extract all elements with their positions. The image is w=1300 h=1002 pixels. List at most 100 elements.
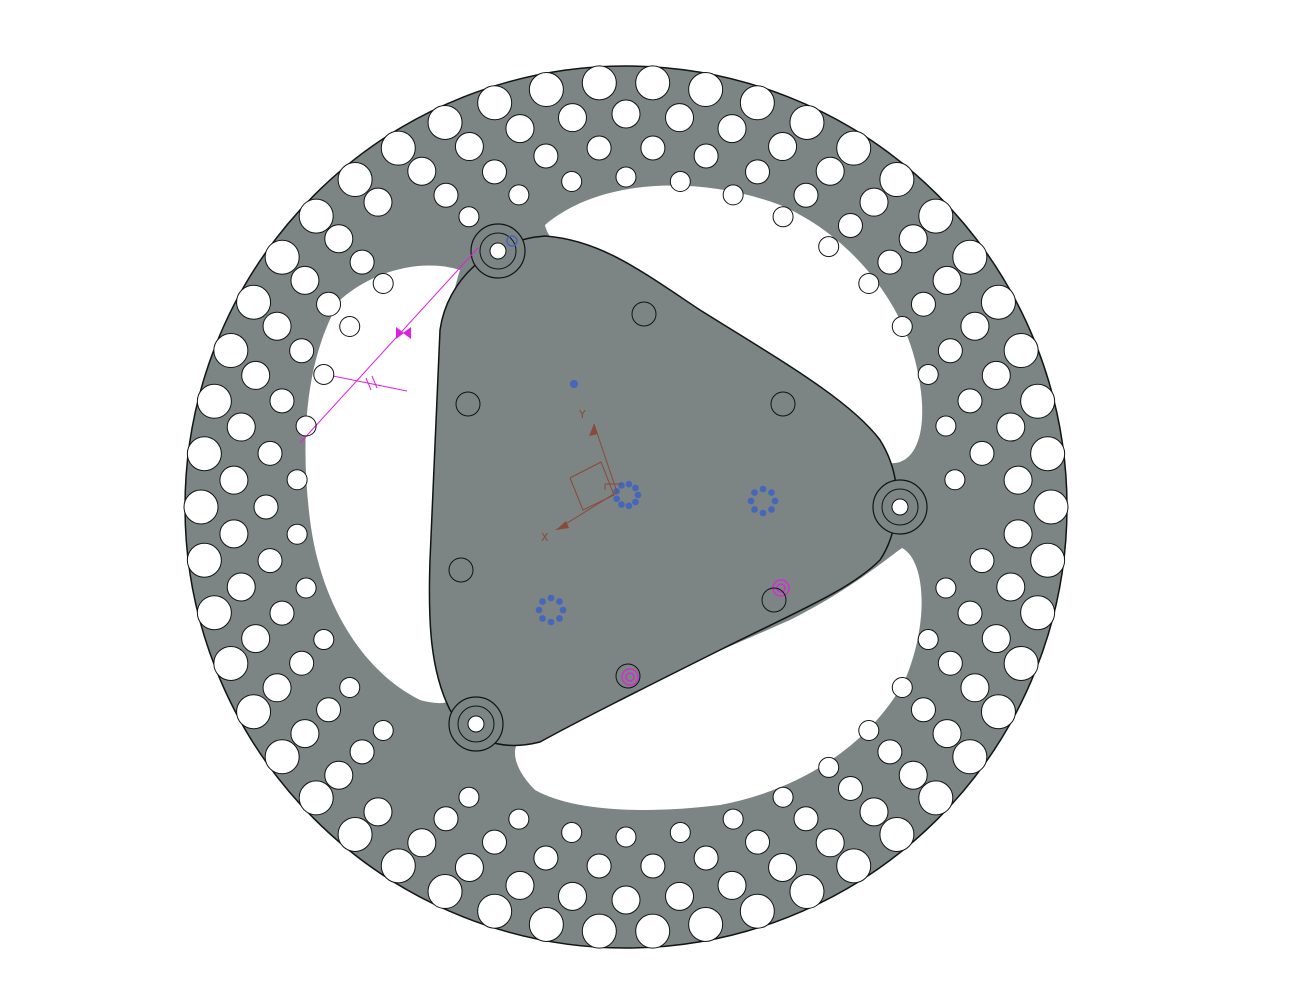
drill-hole (768, 132, 798, 162)
drill-hole (739, 893, 775, 929)
drill-hole (717, 870, 747, 900)
drill-hole (313, 629, 335, 651)
bolt-hole (448, 557, 474, 583)
drill-hole (859, 797, 889, 827)
point-marker-icon[interactable] (747, 485, 779, 517)
drill-hole (952, 739, 988, 775)
drill-hole (932, 265, 962, 295)
sketch-markers (535, 380, 790, 686)
drill-hole (219, 519, 249, 549)
drill-hole (557, 881, 587, 911)
bolt-hole (770, 391, 796, 417)
drill-hole (789, 874, 825, 910)
drill-hole (269, 600, 295, 626)
drill-hole (380, 130, 416, 166)
drill-hole (837, 775, 863, 801)
drill-hole (262, 311, 292, 341)
drill-hole (269, 388, 295, 414)
drill-hole (454, 132, 484, 162)
drill-hole (363, 797, 393, 827)
drill-hole (298, 780, 334, 816)
floating-button[interactable] (448, 696, 504, 752)
drill-hole (789, 104, 825, 140)
drill-hole (957, 600, 983, 626)
drill-hole (316, 291, 342, 317)
drill-hole (859, 187, 889, 217)
drill-hole (793, 182, 819, 208)
constraint-annotation[interactable] (299, 247, 479, 444)
drill-hole (877, 249, 903, 275)
drill-hole (196, 383, 232, 419)
drill-hole (996, 572, 1026, 602)
drill-hole (241, 360, 271, 390)
drill-hole (298, 198, 334, 234)
drill-hole (528, 906, 564, 942)
drill-hole (581, 65, 617, 101)
drill-hole (427, 874, 463, 910)
drill-hole (739, 85, 775, 121)
drill-hole (339, 676, 361, 698)
drill-hole (253, 494, 279, 520)
carrier-bolt-holes (448, 301, 796, 689)
drill-hole (815, 156, 845, 186)
drill-hole (324, 224, 354, 254)
drill-hole (980, 284, 1016, 320)
drill-hole (745, 829, 771, 855)
drill-hole (183, 489, 219, 525)
drill-hole (937, 338, 963, 364)
drill-hole (290, 265, 320, 295)
drill-hole (688, 72, 724, 108)
bolt-hole (615, 663, 641, 689)
drill-hole (898, 760, 928, 790)
drill-hole (1033, 489, 1069, 525)
drill-hole (722, 184, 744, 206)
drill-hole (528, 72, 564, 108)
drill-hole (952, 239, 988, 275)
drill-hole (380, 848, 416, 884)
floating-button[interactable] (872, 479, 928, 535)
drill-hole (219, 465, 249, 495)
drill-hole (858, 720, 880, 742)
point-circle-icon (506, 235, 518, 247)
drill-hole (722, 808, 744, 830)
drill-hole (505, 114, 535, 144)
drill-hole (477, 85, 513, 121)
drill-hole (363, 187, 393, 217)
drill-hole (349, 249, 375, 275)
bolt-hole (455, 391, 481, 417)
drill-hole (561, 171, 583, 193)
drill-hole (286, 469, 308, 491)
drill-hole (635, 913, 671, 949)
drill-hole (186, 542, 222, 578)
drill-hole (257, 440, 283, 466)
drill-hole (316, 697, 342, 723)
point-marker-icon[interactable] (570, 380, 578, 388)
point-circle-icon[interactable] (621, 668, 639, 686)
drill-hole (427, 104, 463, 140)
drill-hole (768, 852, 798, 882)
rotor-carrier[interactable] (428, 235, 898, 747)
drill-hole (665, 103, 695, 133)
drill-hole (891, 676, 913, 698)
drill-hole (226, 412, 256, 442)
drill-hole (1003, 465, 1033, 495)
point-marker-icon[interactable] (535, 594, 567, 626)
drill-hole (932, 719, 962, 749)
drill-hole (213, 333, 249, 369)
drill-hole (454, 852, 484, 882)
drill-hole (910, 697, 936, 723)
floating-button[interactable] (470, 223, 526, 279)
drill-hole (481, 159, 507, 185)
drill-hole (586, 135, 612, 161)
drill-hole (372, 272, 394, 294)
drill-hole (944, 469, 966, 491)
drill-hole (745, 159, 771, 185)
drill-hole (937, 650, 963, 676)
drill-hole (337, 162, 373, 198)
drill-hole (533, 143, 559, 169)
drill-hole (1020, 383, 1056, 419)
drill-hole (349, 739, 375, 765)
drill-hole (286, 523, 308, 545)
drill-hole (213, 645, 249, 681)
